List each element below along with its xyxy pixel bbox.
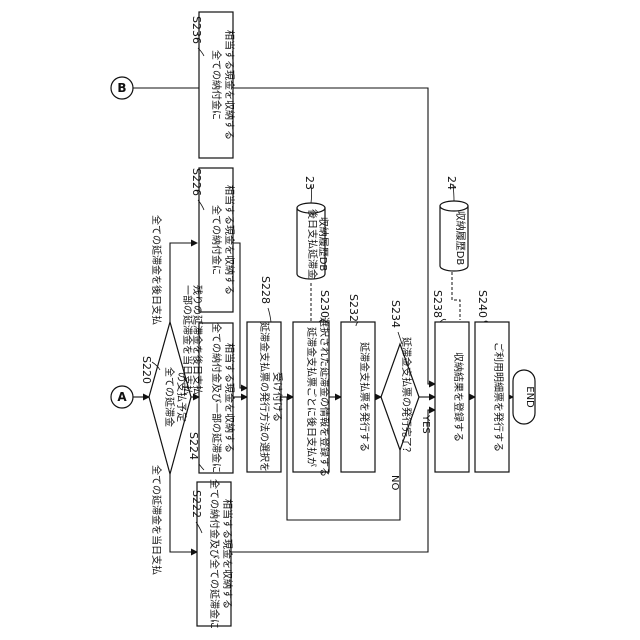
s222-text-1: 全ての納付金及び全ての延滞金に (208, 479, 221, 629)
s234-text-1: 延滞金支払票の発行完了？ (400, 337, 413, 457)
connector-a-label: A (117, 390, 127, 404)
label-s238: S238 (431, 290, 444, 318)
label-s220: S220 (140, 356, 153, 384)
connector-b-label: B (117, 81, 126, 95)
db23-text-2: 収納履歴DB (317, 217, 330, 272)
decision-s234: 延滞金支払票の発行完了？ (381, 337, 419, 457)
s224-text-2: 相当する現金を収納する (223, 343, 236, 453)
s236-text-2: 相当する現金を収納する (223, 30, 236, 140)
label-s236: S236 (190, 16, 203, 44)
branch-yes: YES (420, 414, 431, 434)
connector-a: A (111, 386, 133, 408)
process-s240: ご利用明細票を発行する (475, 322, 509, 472)
label-s230: S230 (318, 290, 331, 318)
process-s226: 全ての納付金に 相当する現金を収納する (199, 168, 236, 312)
s226-text-2: 相当する現金を収納する (223, 185, 236, 295)
label-s240: S240 (476, 290, 489, 318)
s222-text-2: 相当する現金を収納する (221, 499, 234, 609)
branch-no: NO (389, 475, 400, 490)
label-s234: S234 (389, 300, 402, 328)
label-s224: S224 (187, 432, 200, 460)
connector-b: B (111, 77, 133, 99)
branch-later: 全ての延滞金を後日支払 (150, 215, 163, 325)
s228-text-1: 延滞金支払票の発行方法の選択を (258, 322, 271, 472)
label-s222: S222 (190, 490, 203, 518)
s226-text-1: 全ての納付金に (210, 205, 223, 275)
process-s228: 延滞金支払票の発行方法の選択を 受け付ける (247, 322, 284, 472)
branch-same-day: 全ての延滞金を当日支払 (150, 465, 163, 575)
process-s236: 全ての納付金に 相当する現金を収納する (199, 12, 236, 158)
label-s226: S226 (190, 168, 203, 196)
s230-text-2: 選択された延滞金の情報を登録する (318, 317, 331, 477)
s236-text-1: 全ての納付金に (210, 50, 223, 120)
process-s230: 延滞金支払票ごとに後日支払が 選択された延滞金の情報を登録する (293, 317, 331, 477)
label-s232: S232 (347, 294, 360, 322)
process-s232: 延滞金支払票を発行する (341, 322, 375, 472)
process-s238: 収納結果を登録する (435, 322, 469, 472)
s232-text-1: 延滞金支払票を発行する (358, 342, 371, 452)
db24-text-1: 収納履歴DB (454, 211, 467, 266)
s238-text-1: 収納結果を登録する (452, 352, 465, 442)
s240-text-1: ご利用明細票を発行する (492, 342, 505, 452)
terminator-end: END (513, 370, 535, 424)
s228-text-2: 受け付ける (271, 372, 284, 422)
label-db24: 24 (445, 176, 458, 190)
database-24: 収納履歴DB (440, 201, 468, 271)
s230-text-1: 延滞金支払票ごとに後日支払が (305, 327, 318, 467)
database-23: 後日支払延滞金 収納履歴DB (297, 203, 330, 279)
process-s224: 全ての納付金及び一部の延滞金に 相当する現金を収納する (199, 323, 236, 473)
s224-text-1: 全ての納付金及び一部の延滞金に (210, 323, 223, 473)
s220-text-1: 全ての延滞金 (163, 367, 176, 427)
label-db23: 23 (303, 176, 316, 190)
end-text: END (524, 386, 535, 408)
branch-partial-2: 残りの延滞金を後日支払 (191, 285, 204, 395)
label-s228: S228 (259, 276, 272, 304)
